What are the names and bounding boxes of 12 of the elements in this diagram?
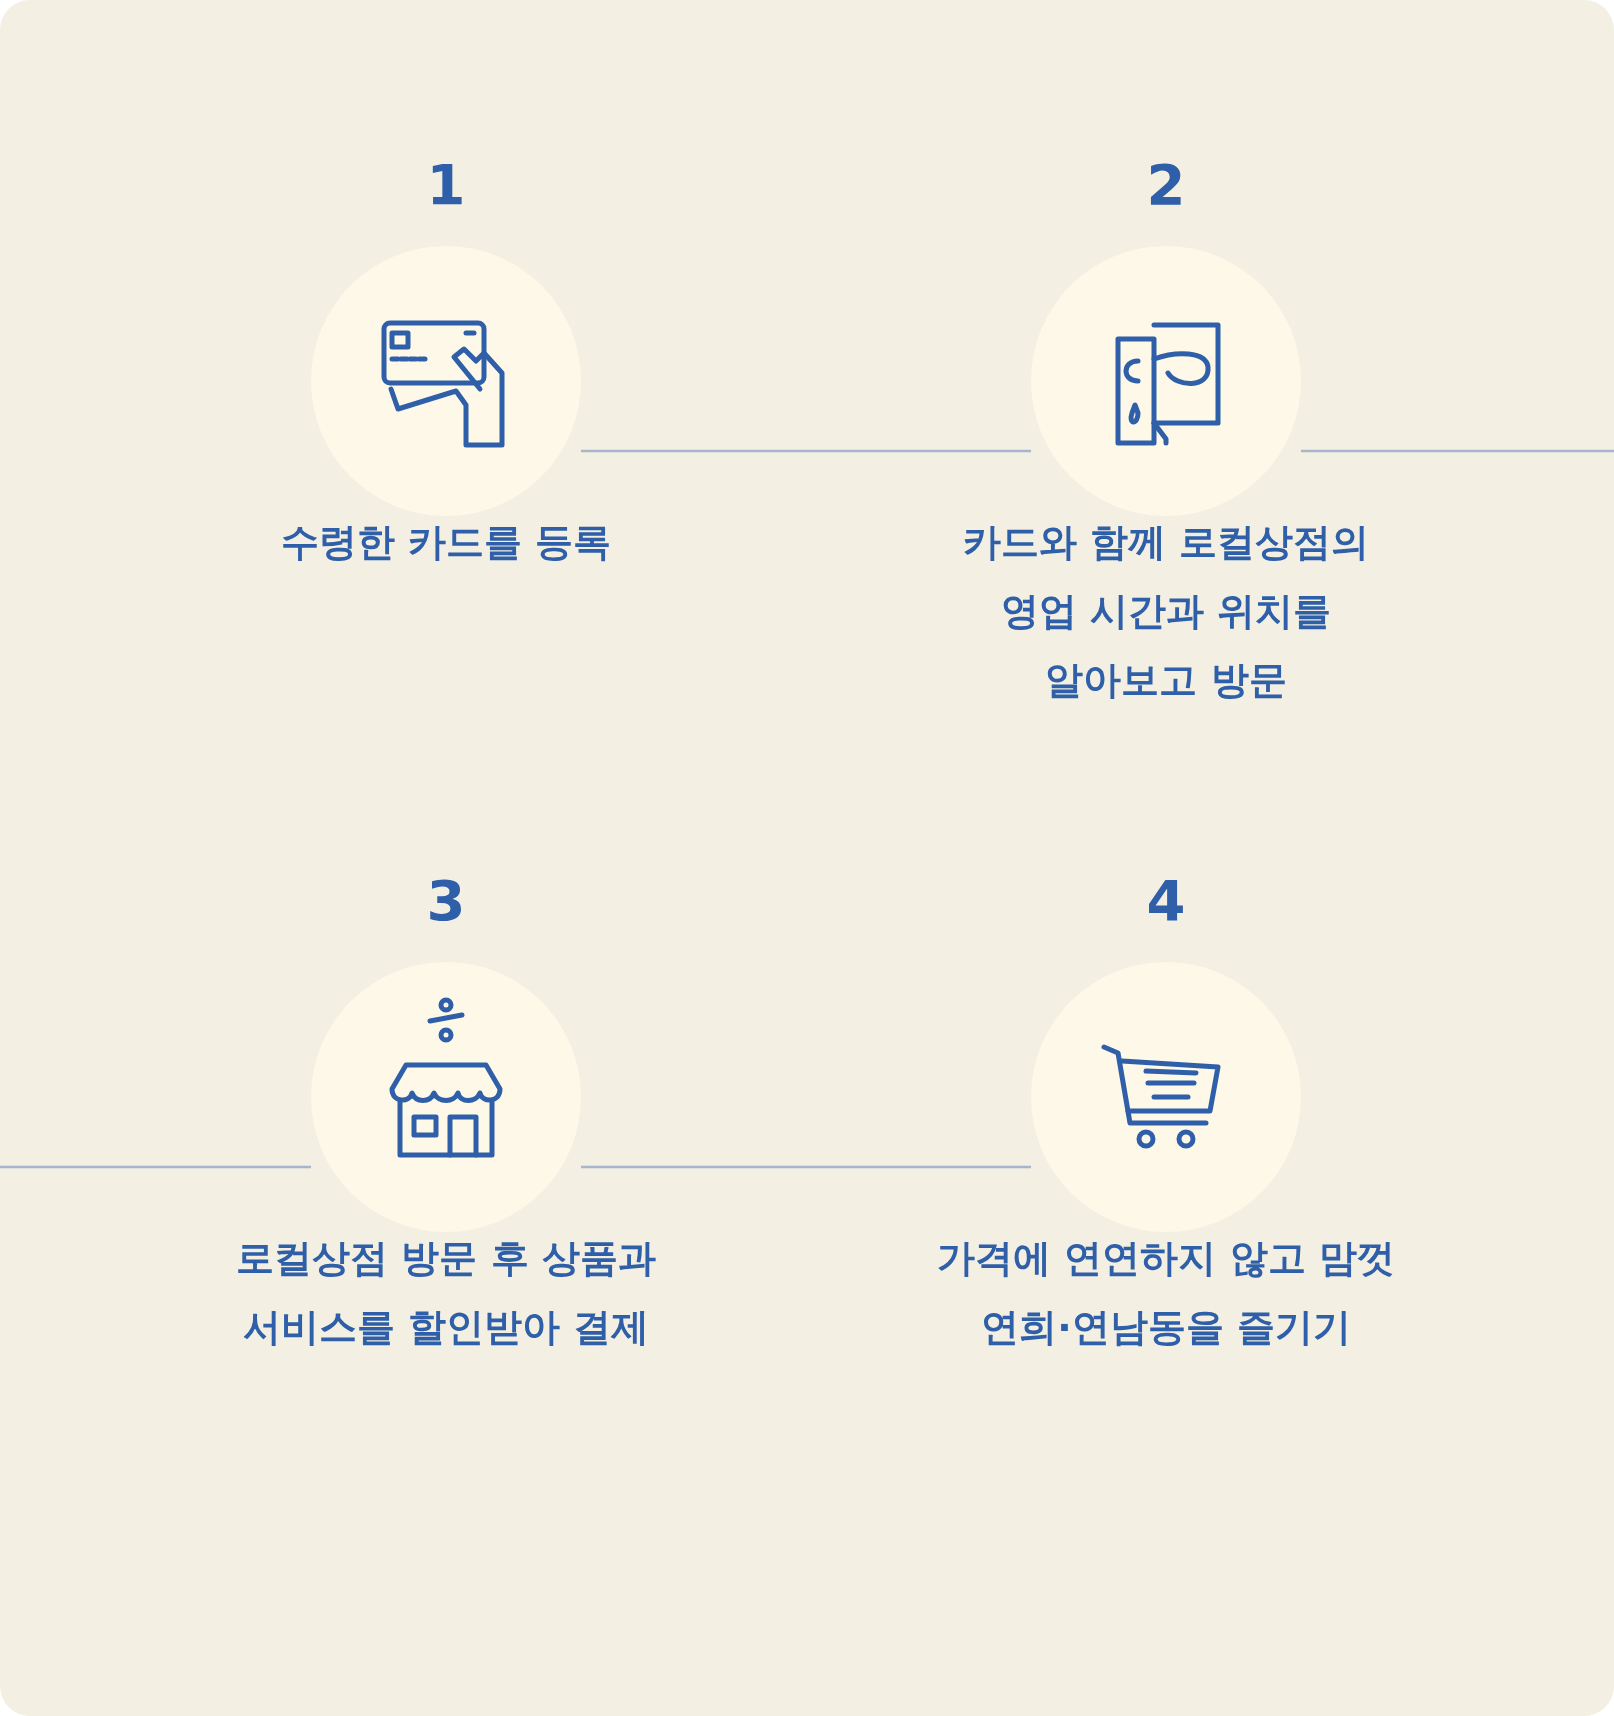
connector-line: [1301, 449, 1614, 453]
step-description: 로컬상점 방문 후 상품과 서비스를 할인받아 결제: [235, 1235, 657, 1351]
step-number: 4: [1146, 867, 1186, 935]
connector-line: [581, 1165, 1031, 1169]
connector-line: [0, 1165, 311, 1169]
step-description: 가격에 연연하지 않고 맘껏 연희·연남동을 즐기기: [936, 1235, 1396, 1351]
connector-line: [581, 449, 1031, 453]
step-number: 2: [1146, 151, 1186, 219]
step-description: 수령한 카드를 등록: [280, 519, 612, 566]
step-description: 카드와 함께 로컬상점의 영업 시간과 위치를 알아보고 방문: [961, 519, 1371, 704]
step-number: 1: [426, 151, 466, 219]
step-number: 3: [426, 867, 466, 935]
